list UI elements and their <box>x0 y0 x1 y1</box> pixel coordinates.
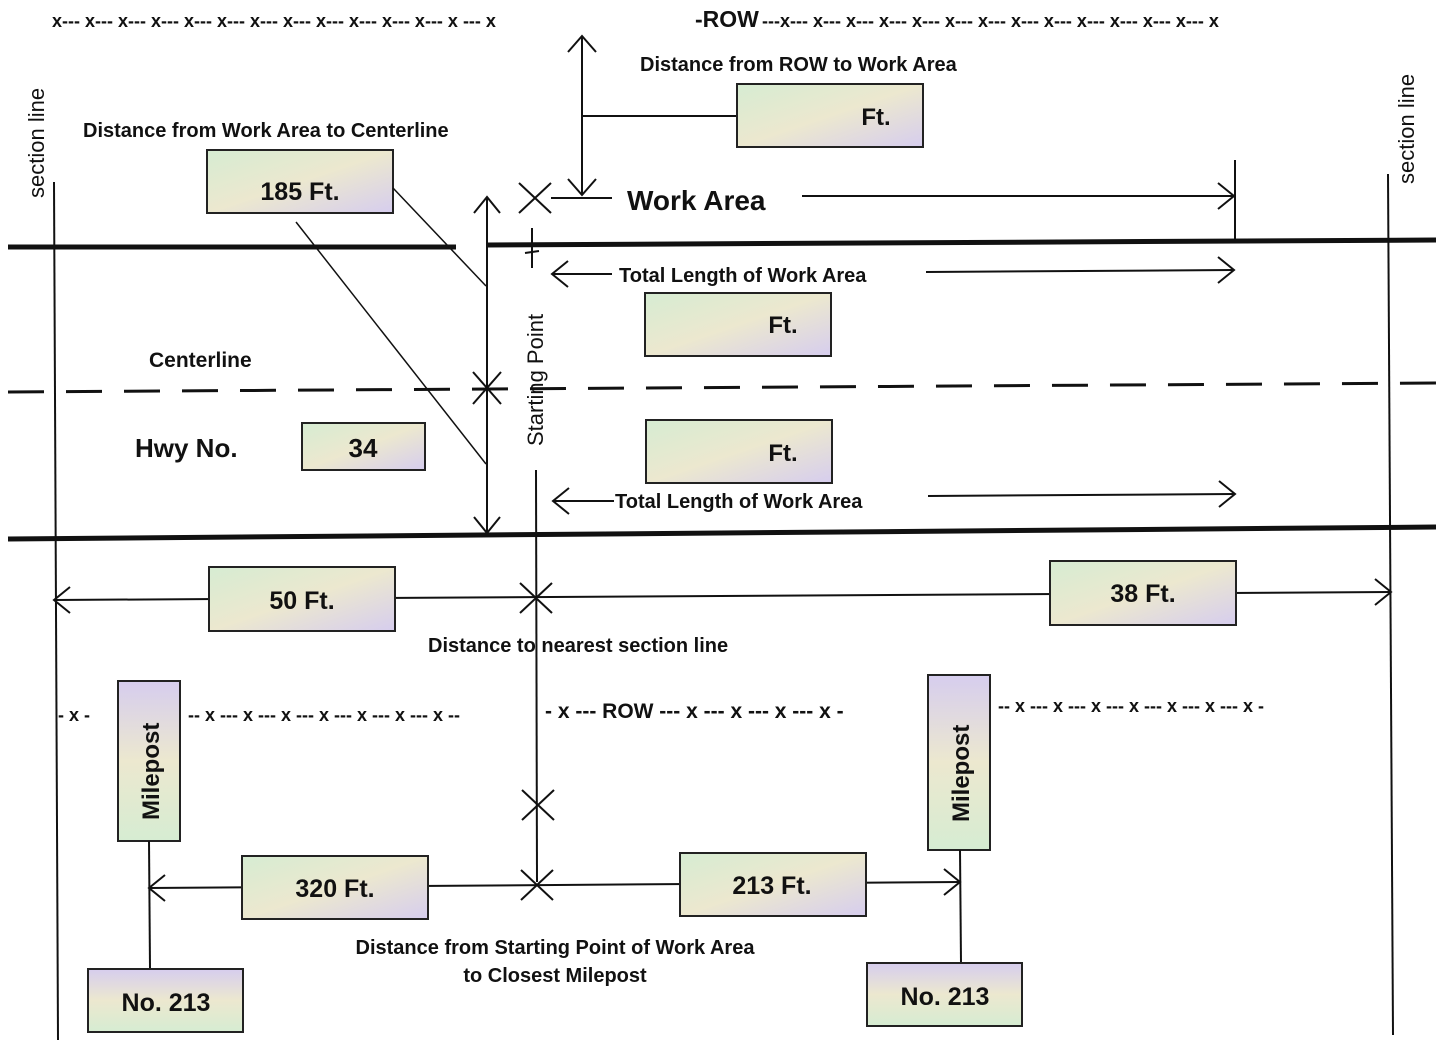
dist-row-to-work-box <box>736 83 924 148</box>
milepost-dist-x-mark-b <box>520 869 554 901</box>
milepost-right-label: Milepost <box>948 725 975 822</box>
total-length-bottom-arrow-right <box>927 493 1236 497</box>
centerline-x-mark-b <box>472 371 502 405</box>
row-bottom-fence-b: -- x --- x --- x --- x --- x --- x --- x… <box>188 705 460 725</box>
milepost-row-x-mark-b <box>521 789 555 821</box>
centerline-dashed <box>7 381 1437 394</box>
total-length-top-arrowhead-right <box>1217 256 1236 284</box>
total-length-top-arrow-right <box>925 269 1235 273</box>
hwy-number-box <box>301 422 426 471</box>
row-bottom-label: - x --- ROW --- x --- x --- x --- x - <box>545 700 844 723</box>
work-area-x-mark-b <box>518 182 552 214</box>
dist-work-to-centerline-label: Distance from Work Area to Centerline <box>83 120 449 142</box>
work-area-label: Work Area <box>627 185 766 216</box>
milepost-left-label: Milepost <box>138 723 165 820</box>
hwy-number-value: 34 <box>349 433 378 463</box>
milepost-number-left-box <box>87 968 244 1033</box>
centerline-leader-2 <box>295 221 487 465</box>
milepost-right-sign <box>927 674 991 851</box>
row-bottom-fence-c: -- x --- x --- x --- x --- x --- x --- x… <box>998 696 1264 716</box>
milepost-left-post <box>148 840 151 969</box>
milepost-dist-left-box <box>241 855 429 920</box>
section-dist-caption: Distance to nearest section line <box>428 635 728 657</box>
section-dist-left-value: 50 Ft. <box>269 587 334 615</box>
section-dist-left-box <box>208 566 396 632</box>
milepost-dist-arrowhead-right <box>943 868 962 896</box>
section-line-left <box>53 181 59 1041</box>
starting-point-tick <box>524 250 540 254</box>
milepost-dist-arrowhead-left <box>147 874 166 902</box>
road-edge-bottom <box>7 524 1437 542</box>
section-line-label-right: section line <box>1394 74 1419 184</box>
milepost-number-right-box <box>866 962 1023 1027</box>
centerline-arrowhead-top <box>473 195 501 214</box>
milepost-caption-line2: to Closest Milepost <box>463 965 647 987</box>
total-length-top-arrowhead-left <box>550 260 569 288</box>
row-top-label: -ROW <box>695 6 759 32</box>
row-to-work-arrowhead-top <box>567 34 597 53</box>
milepost-caption-line1: Distance from Starting Point of Work Are… <box>356 937 756 959</box>
row-bottom-fence-a: - x - <box>58 705 90 725</box>
centerline-leader-1 <box>392 187 487 287</box>
dist-work-to-centerline-box <box>206 149 394 214</box>
total-length-bottom-value: Ft. <box>768 440 797 467</box>
section-line-label-left: section line <box>24 88 49 198</box>
starting-point-label: Starting Point <box>523 314 548 446</box>
milepost-number-right-value: No. 213 <box>901 983 990 1011</box>
dist-row-to-work-label: Distance from ROW to Work Area <box>640 54 958 76</box>
milepost-dist-left-value: 320 Ft. <box>295 875 374 903</box>
row-top-right-fence: ---x--- x--- x--- x--- x--- x--- x--- x-… <box>762 11 1219 31</box>
total-length-bottom-arrowhead-left <box>551 487 570 515</box>
hwy-label: Hwy No. <box>135 433 238 463</box>
milepost-right-post <box>959 849 962 964</box>
row-to-work-arrowhead-bottom <box>567 178 597 197</box>
total-length-bottom-arrowhead-right <box>1218 480 1237 508</box>
dist-row-to-work-value: Ft. <box>861 104 890 131</box>
section-dist-right-box <box>1049 560 1237 626</box>
milepost-number-left-value: No. 213 <box>122 989 211 1017</box>
total-length-bottom-box <box>645 419 833 484</box>
total-length-top-box <box>644 292 832 357</box>
total-length-top-label: Total Length of Work Area <box>619 265 867 287</box>
total-length-top-value: Ft. <box>768 312 797 339</box>
dist-work-to-centerline-value: 185 Ft. <box>260 178 339 206</box>
section-dist-right-value: 38 Ft. <box>1110 580 1175 608</box>
road-edge-top-right <box>486 237 1437 248</box>
starting-point-line-bottom <box>535 469 538 883</box>
total-length-bottom-label: Total Length of Work Area <box>615 491 863 513</box>
milepost-dist-right-value: 213 Ft. <box>732 872 811 900</box>
milepost-dist-right-box <box>679 852 867 917</box>
centerline-arrowhead-bottom <box>473 516 501 535</box>
row-top-left-fence: x--- x--- x--- x--- x--- x--- x--- x--- … <box>52 11 496 31</box>
section-line-right <box>1387 173 1394 1036</box>
section-dist-arrowhead-left <box>52 586 71 614</box>
section-dist-x-mark-b <box>519 582 553 614</box>
centerline-label: Centerline <box>149 349 252 372</box>
section-dist-arrowhead-right <box>1374 578 1393 606</box>
